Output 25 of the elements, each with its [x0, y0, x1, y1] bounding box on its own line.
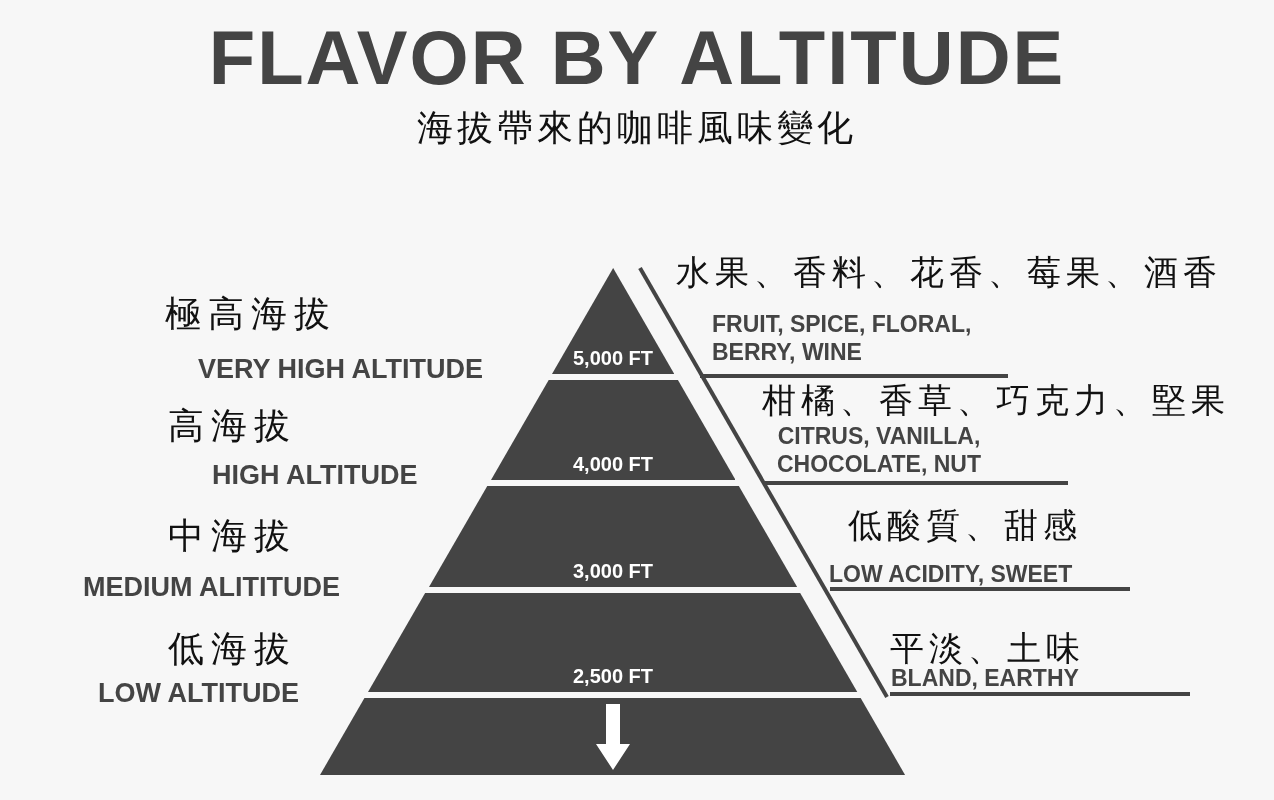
altitude-name: 極高海拔: [165, 292, 337, 336]
altitude-name: 高海拔: [168, 404, 297, 448]
pyramid-band: [428, 486, 798, 587]
altitude-value: 2,500 FT: [571, 665, 654, 688]
altitude-value: 3,000 FT: [571, 560, 654, 583]
altitude-name: 低海拔: [168, 627, 297, 671]
altitude-name: MEDIUM ALITITUDE: [83, 572, 340, 603]
flavor-notes: 低酸質、甜感: [848, 504, 1082, 547]
pyramid-band: [368, 593, 858, 692]
pyramid-top-triangle: [551, 268, 675, 374]
flavor-notes: 水果、香料、花香、莓果、酒香: [676, 251, 1222, 294]
subtitle: 海拔帶來的咖啡風味變化: [416, 106, 858, 150]
flavor-notes: CITRUS, VANILLA, CHOCOLATE, NUT: [776, 422, 982, 478]
title: FLAVOR BY ALTITUDE: [207, 14, 1067, 101]
flavor-notes: FRUIT, SPICE, FLORAL, BERRY, WINE: [712, 310, 973, 366]
flavor-notes: 柑橘、香草、巧克力、堅果: [762, 379, 1230, 422]
flavor-notes: LOW ACIDITY, SWEET: [829, 560, 1073, 588]
altitude-value: 4,000 FT: [571, 453, 654, 476]
altitude-name: 中海拔: [168, 514, 297, 558]
altitude-value: 5,000 FT: [571, 347, 654, 370]
altitude-name: VERY HIGH ALTITUDE: [198, 354, 484, 385]
altitude-name: LOW ALTITUDE: [98, 678, 299, 709]
pyramid-base-band: [320, 698, 906, 775]
altitude-name: HIGH ALTITUDE: [212, 460, 418, 491]
pyramid-band: [490, 380, 736, 480]
